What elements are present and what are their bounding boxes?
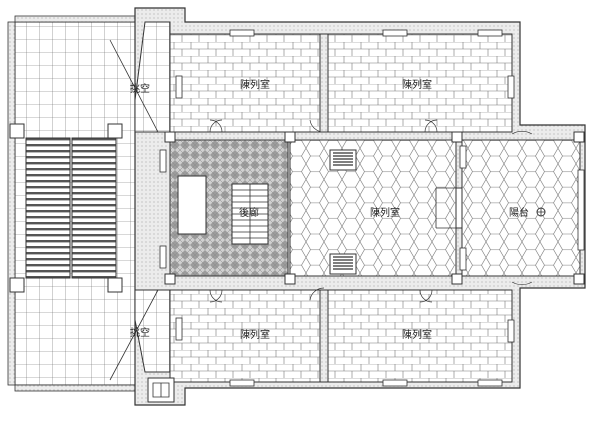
label-central-gallery: 陳列室 bbox=[370, 206, 400, 219]
label-balcony: 陽台 bbox=[509, 206, 529, 219]
room-central-gallery bbox=[289, 139, 457, 277]
room-south-east-gallery bbox=[327, 289, 513, 383]
windows bbox=[159, 29, 585, 387]
corner-stair bbox=[147, 377, 175, 403]
entrance-stair-left bbox=[25, 137, 71, 279]
label-stair-hall: 後廊 bbox=[239, 206, 259, 219]
terrace-edge-south bbox=[14, 384, 136, 392]
label-void-north: 挑空 bbox=[130, 82, 150, 95]
terrace-columns bbox=[9, 123, 123, 293]
label-south-east-gallery: 陳列室 bbox=[402, 328, 432, 341]
room-south-west-gallery bbox=[169, 289, 321, 383]
entrance-stair-right bbox=[71, 137, 117, 279]
terrace-edge-west bbox=[7, 21, 16, 386]
partition-north bbox=[319, 33, 329, 133]
room-north-east-gallery bbox=[327, 33, 513, 133]
label-north-east-gallery: 陳列室 bbox=[402, 78, 432, 91]
floor-vent-south bbox=[329, 253, 357, 275]
door-swings bbox=[209, 119, 533, 303]
hall-columns bbox=[164, 131, 585, 285]
terrace-edge-north bbox=[14, 15, 136, 23]
label-void-south: 挑空 bbox=[130, 326, 150, 339]
label-north-west-gallery: 陳列室 bbox=[240, 78, 270, 91]
stair-landing bbox=[177, 175, 207, 235]
floor-vent-north bbox=[329, 149, 357, 171]
partition-south bbox=[319, 289, 329, 383]
glass-partition bbox=[435, 187, 463, 229]
interior-stair bbox=[231, 183, 269, 245]
void-south-area bbox=[134, 289, 171, 373]
label-south-west-gallery: 陳列室 bbox=[240, 328, 270, 341]
